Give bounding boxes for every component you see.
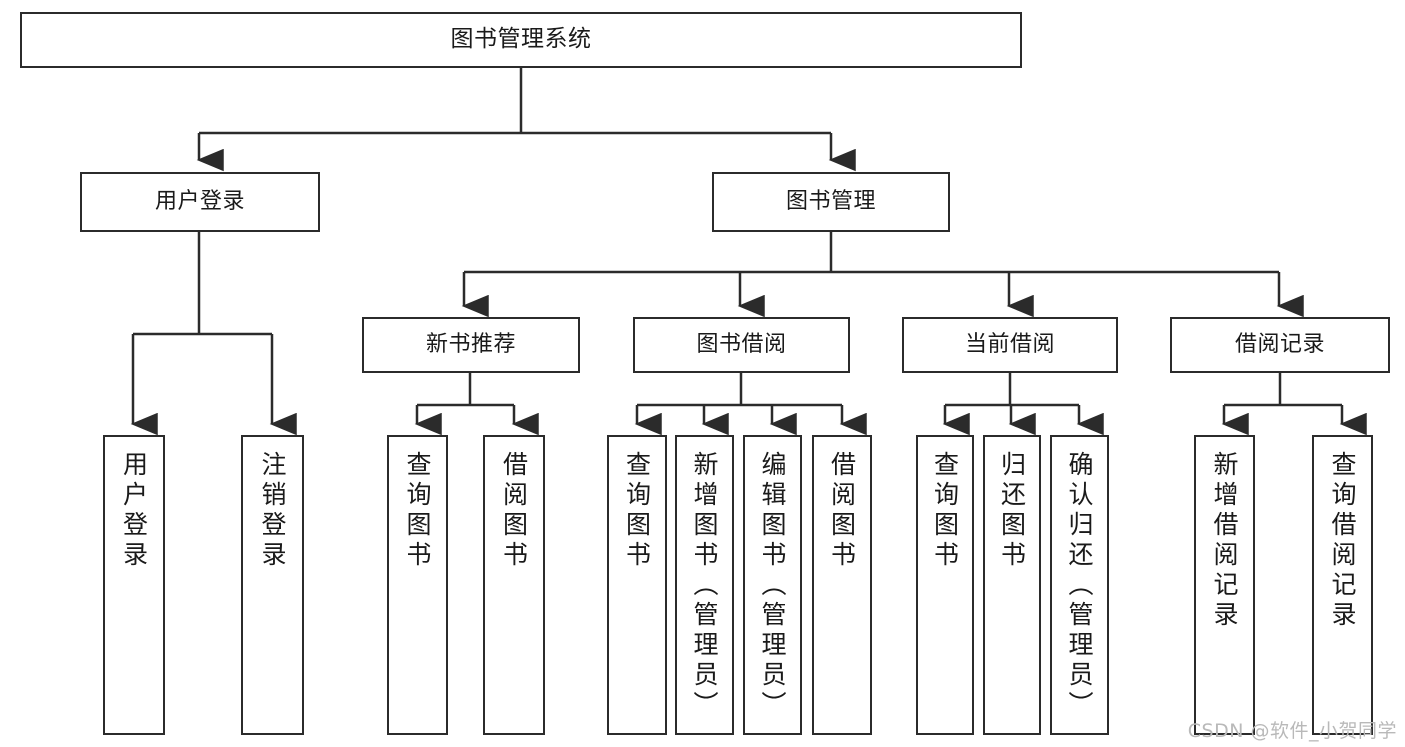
leaf-query-book-recommend[interactable]: 查询图书 [387, 435, 448, 735]
node-user-login[interactable]: 用户登录 [80, 172, 320, 232]
node-label: 用户登录 [154, 189, 245, 215]
node-label: 用户登录 [119, 451, 149, 571]
node-label: 当前借阅 [964, 332, 1055, 358]
leaf-add-book-admin[interactable]: 新增图书（管理员） [675, 435, 734, 735]
node-label: 查询图书 [622, 451, 652, 571]
node-borrow-record[interactable]: 借阅记录 [1170, 317, 1390, 373]
node-root-book-management-system[interactable]: 图书管理系统 [20, 12, 1022, 68]
leaf-query-book-borrow[interactable]: 查询图书 [607, 435, 667, 735]
node-label: 借阅图书 [827, 451, 857, 571]
leaf-user-login[interactable]: 用户登录 [103, 435, 165, 735]
leaf-return-book[interactable]: 归还图书 [983, 435, 1041, 735]
node-label: 图书借阅 [696, 332, 787, 358]
node-current-borrow[interactable]: 当前借阅 [902, 317, 1118, 373]
node-new-book-recommend[interactable]: 新书推荐 [362, 317, 580, 373]
node-label: 查询借阅记录 [1328, 451, 1357, 631]
leaf-user-logout[interactable]: 注销登录 [241, 435, 304, 735]
node-label: 借阅图书 [499, 451, 529, 571]
node-label: 编辑图书（管理员） [758, 451, 787, 721]
node-label: 借阅记录 [1234, 332, 1325, 358]
leaf-confirm-return-admin[interactable]: 确认归还（管理员） [1050, 435, 1109, 735]
node-label: 图书管理 [785, 189, 876, 215]
node-book-management[interactable]: 图书管理 [712, 172, 950, 232]
node-label: 归还图书 [997, 451, 1027, 571]
node-label: 新书推荐 [425, 332, 516, 358]
node-label: 确认归还（管理员） [1065, 451, 1094, 721]
node-label: 注销登录 [258, 451, 287, 571]
node-label: 查询图书 [403, 451, 432, 571]
leaf-add-borrow-record[interactable]: 新增借阅记录 [1194, 435, 1255, 735]
node-label: 查询图书 [930, 451, 960, 571]
leaf-borrow-book-recommend[interactable]: 借阅图书 [483, 435, 545, 735]
leaf-borrow-book[interactable]: 借阅图书 [812, 435, 872, 735]
leaf-query-book-current[interactable]: 查询图书 [916, 435, 974, 735]
node-label: 新增图书（管理员） [690, 451, 719, 721]
node-label: 新增借阅记录 [1210, 451, 1239, 631]
leaf-edit-book-admin[interactable]: 编辑图书（管理员） [743, 435, 802, 735]
leaf-query-borrow-record[interactable]: 查询借阅记录 [1312, 435, 1373, 735]
watermark-text: CSDN @软件_小贺同学 [1187, 720, 1397, 742]
node-book-borrow[interactable]: 图书借阅 [633, 317, 850, 373]
node-label: 图书管理系统 [450, 26, 592, 53]
